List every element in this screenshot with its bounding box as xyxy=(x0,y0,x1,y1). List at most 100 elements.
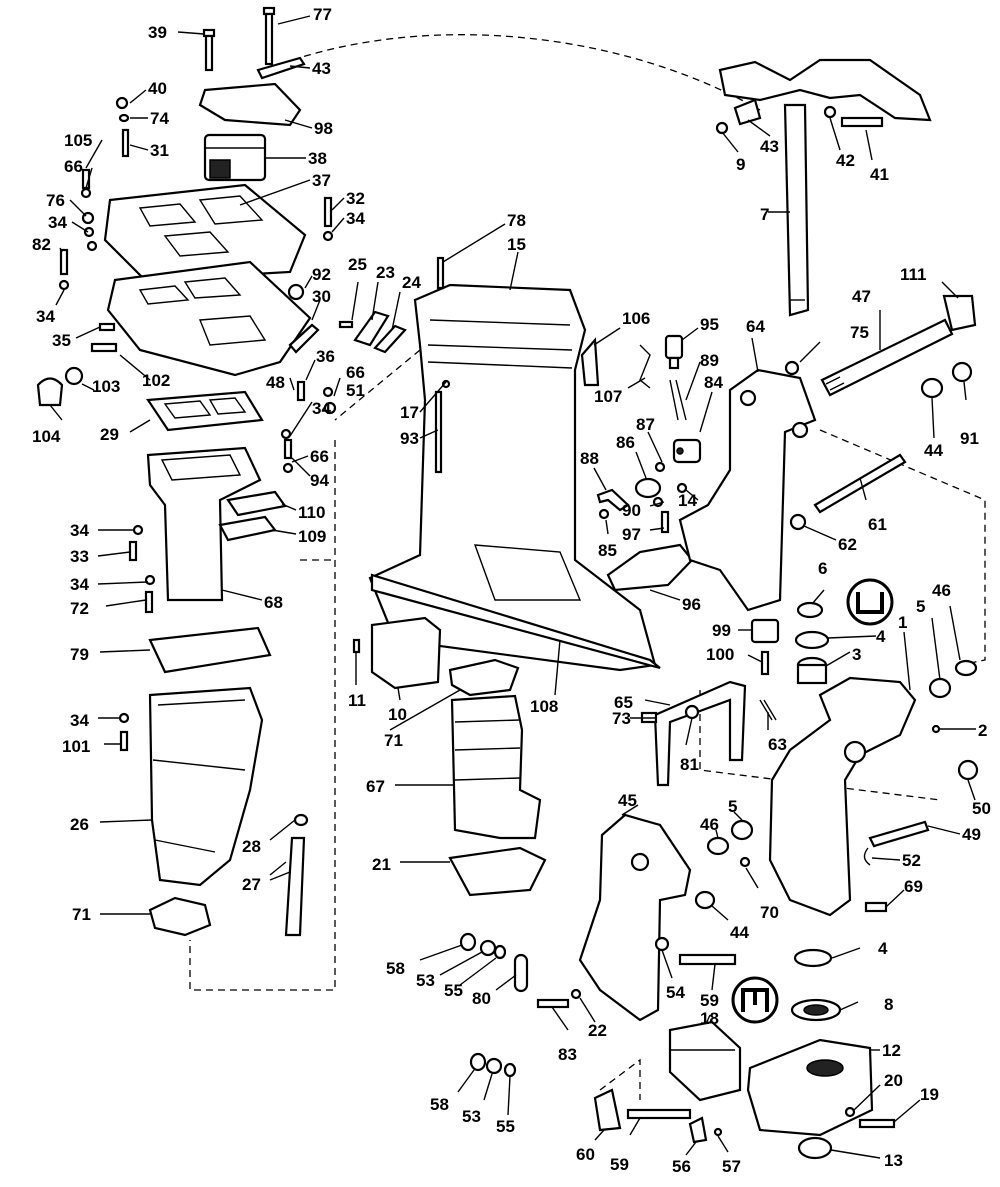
bolt-83 xyxy=(536,998,570,1009)
stud-93 xyxy=(434,390,443,474)
tube-47 xyxy=(820,318,954,397)
callout-22: 22 xyxy=(588,1021,607,1040)
callout-44-a: 44 xyxy=(924,441,943,460)
washer-54 xyxy=(654,936,670,952)
callout-72: 72 xyxy=(70,599,89,618)
screw-9 xyxy=(715,121,729,135)
plate-23 xyxy=(353,310,390,347)
callout-47: 47 xyxy=(852,287,871,306)
stern-bracket-45 xyxy=(578,813,692,1022)
callout-76: 76 xyxy=(46,191,65,210)
callout-7: 7 xyxy=(760,205,769,224)
callout-15: 15 xyxy=(507,235,526,254)
seal-21 xyxy=(448,846,547,897)
washer-87 xyxy=(654,461,666,473)
callout-68: 68 xyxy=(264,593,283,612)
callout-1: 1 xyxy=(898,613,907,632)
grommet-28 xyxy=(293,813,309,827)
callout-98: 98 xyxy=(314,119,333,138)
callout-106: 106 xyxy=(622,309,650,328)
callout-13: 13 xyxy=(884,1151,903,1170)
callout-66-a: 66 xyxy=(64,157,83,176)
callout-38: 38 xyxy=(308,149,327,168)
stud-31 xyxy=(121,128,130,158)
nut-44-a xyxy=(920,377,944,399)
bolt-77 xyxy=(262,6,276,66)
callout-62: 62 xyxy=(838,535,857,554)
callout-18: 18 xyxy=(700,1009,719,1028)
callout-21: 21 xyxy=(372,855,391,874)
bolt-101 xyxy=(119,730,129,752)
nut-92 xyxy=(287,283,305,301)
callout-53-b: 53 xyxy=(462,1107,481,1126)
nut-40 xyxy=(115,96,129,110)
callout-30: 30 xyxy=(312,287,331,306)
callout-58-a: 58 xyxy=(386,959,405,978)
callout-107: 107 xyxy=(594,387,622,406)
callout-99: 99 xyxy=(712,621,731,640)
callout-88: 88 xyxy=(580,449,599,468)
callout-110: 110 xyxy=(298,503,325,522)
callout-27: 27 xyxy=(242,875,261,894)
callout-55-b: 55 xyxy=(496,1117,515,1136)
callout-91: 91 xyxy=(960,429,979,448)
bolt-82 xyxy=(59,248,69,276)
washer-42 xyxy=(823,105,837,119)
callout-45: 45 xyxy=(618,791,637,810)
callout-69: 69 xyxy=(904,877,923,896)
washer-46-a xyxy=(954,659,978,677)
clip-107 xyxy=(639,344,651,389)
washer-34-g xyxy=(118,712,130,724)
callout-100: 100 xyxy=(706,645,734,664)
seal-strip-108 xyxy=(370,573,661,670)
callout-37: 37 xyxy=(312,171,331,190)
washer-66-b xyxy=(322,386,334,398)
callout-92: 92 xyxy=(312,265,331,284)
callout-59-b: 59 xyxy=(610,1155,629,1174)
clamp-86 xyxy=(634,477,662,499)
bearing-8 xyxy=(790,998,842,1022)
callout-3: 3 xyxy=(852,645,861,664)
callout-29: 29 xyxy=(100,425,119,444)
callout-53-a: 53 xyxy=(416,971,435,990)
bolt-36 xyxy=(296,380,306,402)
bolt-32 xyxy=(323,196,333,228)
bolt-39 xyxy=(202,28,216,72)
nut-62 xyxy=(789,513,807,531)
seal-71-lower xyxy=(148,896,212,937)
callout-42: 42 xyxy=(836,151,855,170)
ring-4-a xyxy=(794,630,830,650)
callout-34-d: 34 xyxy=(312,399,331,418)
callout-89: 89 xyxy=(700,351,719,370)
washer-34-c xyxy=(58,279,70,291)
callout-34-b: 34 xyxy=(346,209,365,228)
swivel-bracket-64 xyxy=(678,368,817,612)
screw-2 xyxy=(931,724,941,734)
callout-51: 51 xyxy=(346,381,365,400)
callout-61: 61 xyxy=(868,515,887,534)
callout-32: 32 xyxy=(346,189,365,208)
callout-23: 23 xyxy=(376,263,395,282)
callout-78: 78 xyxy=(507,211,526,230)
callout-57: 57 xyxy=(722,1157,741,1176)
callout-43: 43 xyxy=(312,59,331,78)
block-99 xyxy=(750,618,780,644)
callout-101: 101 xyxy=(62,737,90,756)
callout-84: 84 xyxy=(704,373,723,392)
washer-20 xyxy=(844,1106,856,1118)
washer-34-f xyxy=(144,574,156,586)
callout-34-c: 34 xyxy=(36,307,55,326)
washer-34-b xyxy=(86,240,98,252)
screw-85 xyxy=(598,508,610,520)
ring-4-b xyxy=(793,948,833,968)
bracket-88 xyxy=(596,488,630,512)
housing-12 xyxy=(746,1038,874,1137)
clip-52 xyxy=(863,847,871,866)
nut-44-b xyxy=(694,890,716,910)
bolt-59-b xyxy=(626,1108,692,1120)
plate-96 xyxy=(606,543,694,592)
plate-24 xyxy=(373,324,407,354)
callout-40: 40 xyxy=(148,79,167,98)
washer-34-e xyxy=(132,524,144,536)
clip-43 xyxy=(256,56,306,80)
